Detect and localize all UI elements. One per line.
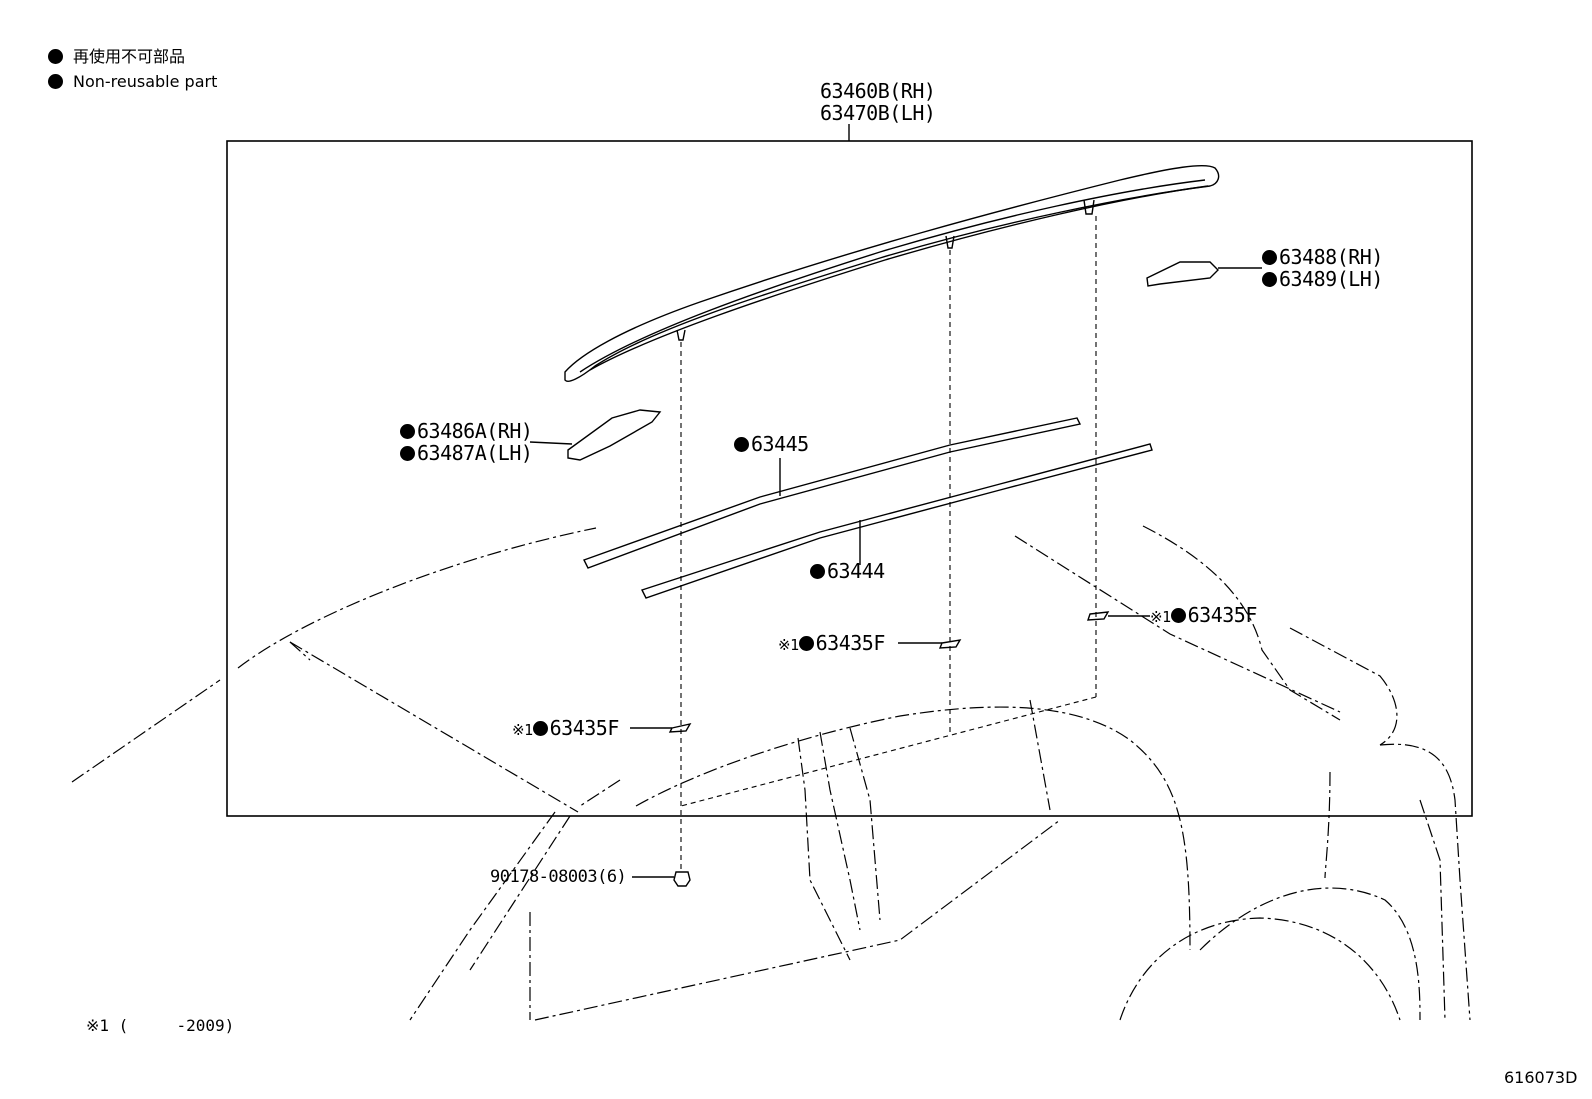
part-number-pad-middle[interactable]: 63435F	[815, 631, 886, 655]
non-reusable-dot-icon	[400, 424, 415, 439]
legend-en-text: Non-reusable part	[73, 72, 218, 91]
rear-bracket	[1146, 261, 1219, 287]
non-reusable-dot-icon	[810, 564, 825, 579]
part-label-seal-lower[interactable]: 63444	[810, 560, 885, 582]
legend-row-en: Non-reusable part	[48, 69, 217, 94]
non-reusable-dot-icon	[1262, 250, 1277, 265]
part-label-front-bracket[interactable]: 63486A(RH) 63487A(LH)	[400, 419, 533, 465]
part-label-clip[interactable]: 90178-08003(6)	[490, 866, 627, 888]
part-label-pad-rear[interactable]: ※1 63435F	[1150, 604, 1257, 628]
part-number-rear-bracket-rh[interactable]: 63488(RH)	[1279, 245, 1383, 269]
non-reusable-dot-icon	[1170, 608, 1186, 623]
note-mark: ※1	[512, 721, 533, 739]
non-reusable-dot-icon	[798, 636, 814, 651]
diagram-id: 616073D	[1504, 1068, 1578, 1087]
part-label-rear-bracket[interactable]: 63488(RH) 63489(LH)	[1262, 246, 1383, 290]
footnote: ※1 ( -2009)	[86, 1016, 235, 1035]
legend: 再使用不可部品 Non-reusable part	[48, 44, 217, 94]
part-label-rail[interactable]: 63460B(RH) 63470B(LH)	[820, 79, 936, 125]
part-label-pad-front[interactable]: ※1 63435F	[512, 717, 619, 741]
body-roofline	[71, 679, 221, 783]
part-number-seal-lower[interactable]: 63444	[827, 559, 885, 583]
part-number-pad-front[interactable]: 63435F	[549, 716, 620, 740]
non-reusable-dot-icon	[734, 437, 749, 452]
note-mark: ※1	[1150, 608, 1171, 626]
non-reusable-dot-icon	[48, 49, 63, 64]
non-reusable-dot-icon	[400, 446, 415, 461]
roof-rail	[564, 164, 1220, 382]
part-number-front-bracket-rh[interactable]: 63486A(RH)	[417, 419, 533, 443]
part-number-rail-lh[interactable]: 63470B(LH)	[820, 101, 936, 125]
part-label-seal-upper[interactable]: 63445	[734, 433, 809, 455]
seal-lower	[641, 443, 1153, 599]
front-bracket	[567, 409, 662, 461]
non-reusable-dot-icon	[532, 721, 548, 736]
part-number-pad-rear[interactable]: 63435F	[1187, 603, 1258, 627]
part-number-rail-rh[interactable]: 63460B(RH)	[820, 79, 936, 103]
part-number-seal-upper[interactable]: 63445	[751, 432, 809, 456]
part-number-rear-bracket-lh[interactable]: 63489(LH)	[1279, 267, 1383, 291]
legend-jp-text: 再使用不可部品	[73, 47, 186, 66]
part-number-clip[interactable]: 90178-08003(6)	[490, 867, 627, 887]
non-reusable-dot-icon	[48, 74, 63, 89]
non-reusable-dot-icon	[1262, 272, 1277, 287]
seal-upper	[583, 417, 1082, 569]
part-number-front-bracket-lh[interactable]: 63487A(LH)	[417, 441, 533, 465]
part-label-pad-middle[interactable]: ※1 63435F	[778, 632, 885, 656]
legend-row-jp: 再使用不可部品	[48, 44, 217, 69]
note-mark: ※1	[778, 636, 799, 654]
